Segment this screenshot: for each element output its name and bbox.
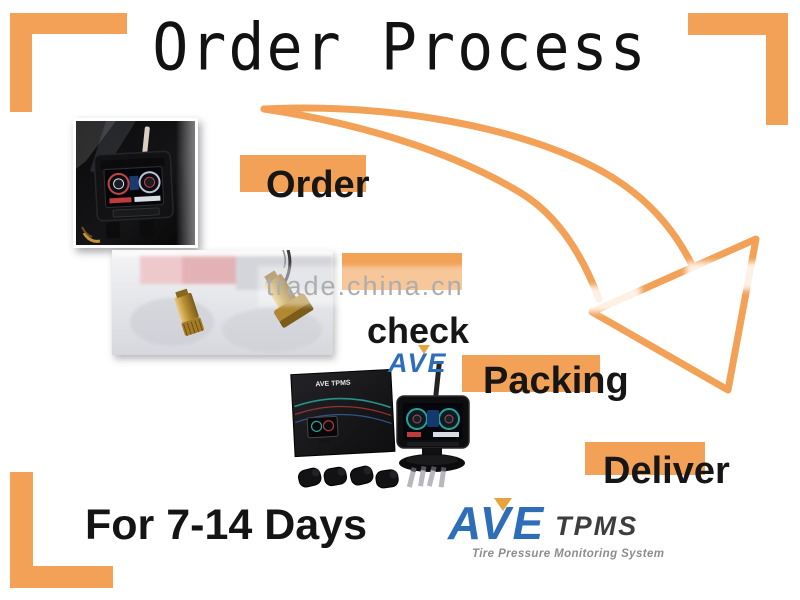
watermark-blur-patch: [686, 262, 774, 290]
sensor-set-illustration: [297, 465, 399, 489]
top-right-bracket-vertical: [766, 13, 788, 125]
watermark-text: trade.china.cn: [266, 271, 464, 301]
watermark-blur-patch: [583, 286, 641, 312]
packing-step-label: Packing: [483, 360, 629, 402]
top-left-bracket: [10, 13, 127, 34]
order-step-label: Order: [266, 164, 370, 206]
brand-triangle-icon: [494, 498, 512, 511]
product-photo-brass-fittings: [112, 250, 333, 355]
product-photo-monitor-in-car: [73, 118, 198, 248]
product-photo-tpms-kit: AVE TPMS: [285, 360, 545, 500]
check-step-label: check: [367, 310, 470, 351]
brand-product: TPMS: [555, 511, 639, 541]
box-brand-text: AVE TPMS: [315, 380, 351, 389]
bottom-left-bracket: [10, 566, 113, 588]
brand-triangle-icon: [418, 345, 430, 354]
check-step-bar: [342, 253, 462, 290]
watermark-blur-patch: [437, 293, 499, 319]
deliver-step-label: Deliver: [603, 450, 730, 492]
page-title: Order Process: [152, 10, 648, 86]
order-step-bar: [240, 155, 366, 192]
top-left-bracket-vertical: [10, 13, 32, 112]
brand-tagline: Tire Pressure Monitoring System: [472, 548, 665, 560]
brand-name: AVE: [388, 348, 448, 378]
top-right-bracket: [688, 13, 788, 35]
lead-time-text: For 7-14 Days: [85, 501, 368, 549]
ave-logo-small: AVE: [388, 345, 448, 379]
bottom-left-bracket-vertical: [10, 472, 33, 588]
watermark-haze: [258, 266, 540, 306]
deliver-step-bar: [585, 442, 705, 475]
packing-step-bar: [462, 355, 600, 392]
valve-stem-set-illustration: [406, 466, 447, 488]
